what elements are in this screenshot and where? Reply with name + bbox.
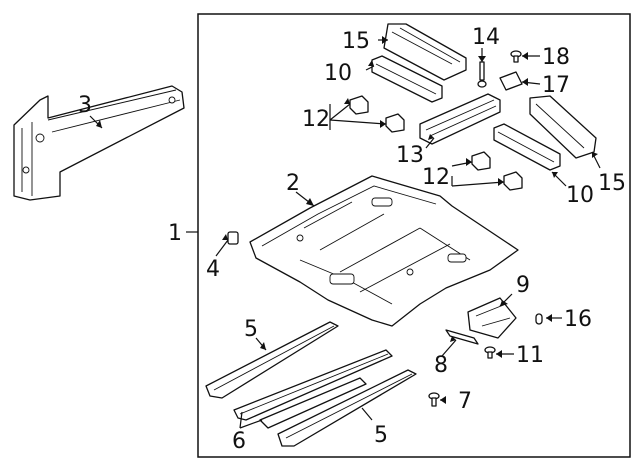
callout-14: 14 <box>472 25 500 50</box>
sill-5-lower-part <box>277 369 417 447</box>
callout-8: 8 <box>434 353 448 378</box>
crossmember-10-right-part <box>493 123 561 171</box>
rail-15-top-part <box>383 23 467 81</box>
callout-18: 18 <box>542 45 570 70</box>
callout-10-top: 10 <box>324 61 352 86</box>
arrowheads <box>96 36 598 404</box>
callout-5-lower: 5 <box>374 423 388 448</box>
callout-3: 3 <box>78 93 92 118</box>
callout-7: 7 <box>458 389 472 414</box>
callout-17: 17 <box>542 73 570 98</box>
bracket-9-part <box>467 297 517 339</box>
callout-1: 1 <box>168 221 182 246</box>
screw-11-part <box>484 346 496 359</box>
callout-16: 16 <box>564 307 592 332</box>
rocker-6-part <box>233 349 393 429</box>
callout-9: 9 <box>516 273 530 298</box>
plug-16-part <box>535 313 543 325</box>
callout-5-upper: 5 <box>244 317 258 342</box>
rail-15-right-part <box>529 95 597 159</box>
callout-15-top: 15 <box>342 29 370 54</box>
bracket-12-top-part <box>349 95 405 133</box>
bolt-14-part <box>477 61 487 88</box>
callout-13: 13 <box>396 143 424 168</box>
screw-7-part <box>428 392 440 407</box>
callout-10-right: 10 <box>566 183 594 208</box>
sill-5-upper-part <box>205 321 339 399</box>
callout-6: 6 <box>232 429 246 454</box>
callout-4: 4 <box>206 257 220 282</box>
callout-12-top: 12 <box>302 107 330 132</box>
clip-17-part <box>499 71 523 91</box>
callout-2: 2 <box>286 171 300 196</box>
side-panel-part <box>13 85 185 201</box>
callout-11: 11 <box>516 343 544 368</box>
callout-12-bottom: 12 <box>422 165 450 190</box>
floor-pan-part <box>249 175 519 327</box>
assembly-frame <box>197 13 631 458</box>
crossmember-13-part <box>419 93 501 145</box>
leader-lines <box>89 39 601 429</box>
clip-4-part <box>227 231 239 245</box>
bracket-8-part <box>445 329 479 345</box>
callout-15-right: 15 <box>598 171 626 196</box>
screw-18-part <box>510 50 522 63</box>
bracket-12-bottom-part <box>471 151 523 191</box>
crossmember-10-top-part <box>371 55 443 103</box>
